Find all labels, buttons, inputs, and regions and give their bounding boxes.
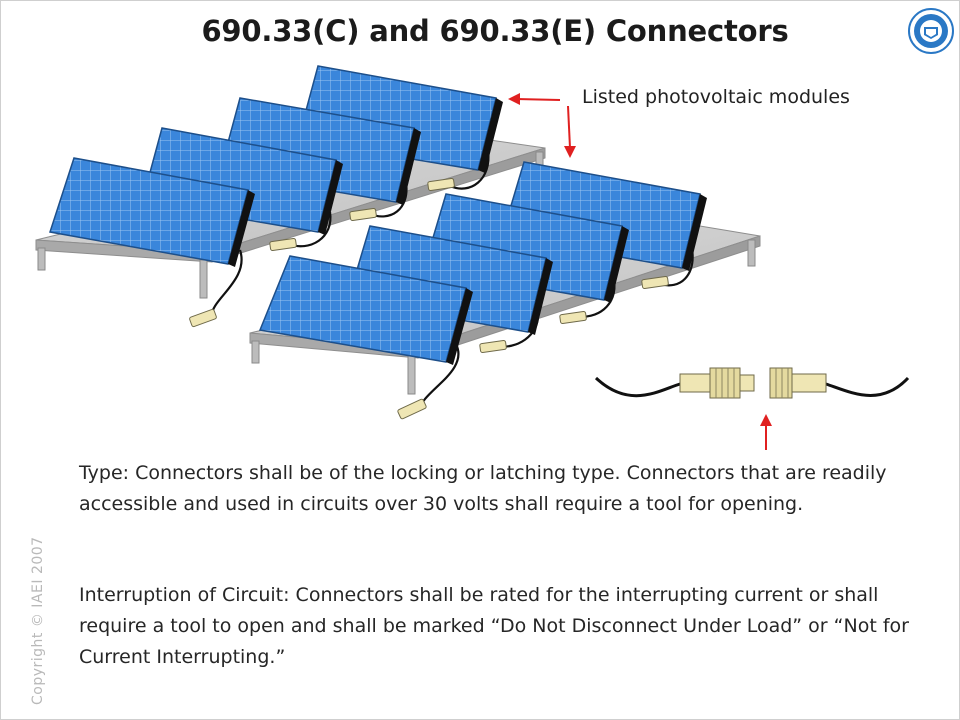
pv-module xyxy=(49,157,255,267)
callout-arrows xyxy=(508,93,772,450)
copyright-notice: Copyright © IAEI 2007 xyxy=(30,536,46,705)
connector-detail xyxy=(594,367,910,399)
circuit-interruption-paragraph: Interruption of Circuit: Connectors shal… xyxy=(79,584,909,668)
module-connectors xyxy=(189,177,669,420)
connector-type-paragraph: Type: Connectors shall be of the locking… xyxy=(79,462,887,515)
pv-array-illustration xyxy=(35,65,910,450)
pv-module xyxy=(258,255,473,365)
iaei-seal-logo-icon xyxy=(908,8,954,54)
slide-title: 690.33(C) and 690.33(E) Connectors xyxy=(201,14,789,48)
module-callout-label: Listed photovoltaic modules xyxy=(582,86,850,108)
